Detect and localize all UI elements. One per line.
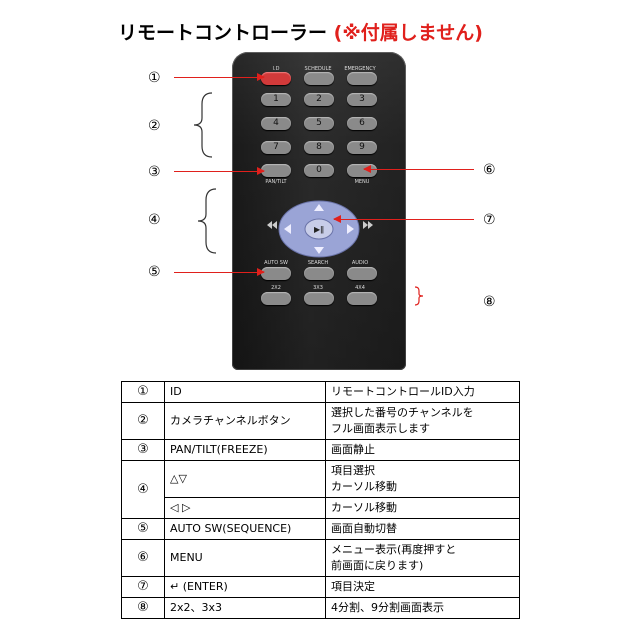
row-button: 2x2、3x3 [164, 597, 326, 619]
marker-6: ⑥ [483, 162, 496, 178]
fast-forward-icon [363, 221, 373, 229]
row-description: 4分割、9分割画面表示 [325, 597, 520, 619]
marker-4: ④ [148, 212, 161, 228]
label-id: I.D [272, 66, 280, 72]
row-button: ID [164, 381, 326, 403]
brace-dpad [197, 188, 217, 254]
digit-8-button[interactable]: 8 [304, 141, 334, 154]
row-button: PAN/TILT(FREEZE) [164, 439, 326, 461]
schedule-button[interactable] [304, 72, 334, 85]
label-menu: MENU [354, 179, 370, 185]
label-audio: AUDIO [351, 260, 369, 266]
digit-7-button[interactable]: 7 [261, 141, 291, 154]
pan-tilt-button[interactable] [261, 164, 291, 177]
label-auto-sw: AUTO SW [264, 260, 288, 266]
svg-text:▶ǁ: ▶ǁ [314, 225, 324, 234]
label-search: SEARCH [307, 260, 329, 266]
arrow-3 [174, 167, 265, 175]
row-description: 画面静止 [325, 439, 520, 461]
menu-button[interactable] [347, 164, 377, 177]
digit-6-button[interactable]: 6 [347, 117, 377, 130]
row-button: ↵ (ENTER) [164, 576, 326, 598]
split-3x3-button[interactable] [304, 292, 334, 305]
label-2x2: 2X2 [271, 285, 281, 291]
row-description: 選択した番号のチャンネルを フル画面表示します [325, 402, 520, 440]
row-number: ⑦ [121, 576, 165, 598]
page-title: リモートコントローラー (※付属しません) [118, 18, 483, 45]
row-button: AUTO SW(SEQUENCE) [164, 518, 326, 540]
row-description: カーソル移動 [325, 497, 520, 519]
row-button: カメラチャンネルボタン [164, 402, 326, 440]
row-number: ③ [121, 439, 165, 461]
title-main: リモートコントローラー [118, 22, 328, 44]
row-number: ② [121, 402, 165, 440]
emergency-button[interactable] [347, 72, 377, 85]
digit-0-button[interactable]: 0 [304, 164, 334, 177]
row-button: MENU [164, 539, 326, 577]
label-pan-tilt: PAN/TILT [265, 179, 287, 185]
label-4x4: 4X4 [355, 285, 365, 291]
row-button: △▽ [164, 460, 326, 498]
digit-4-button[interactable]: 4 [261, 117, 291, 130]
search-button[interactable] [304, 267, 334, 280]
audio-button[interactable] [347, 267, 377, 280]
marker-5: ⑤ [148, 264, 161, 280]
row-description: リモートコントロールID入力 [325, 381, 520, 403]
marker-3: ③ [148, 164, 161, 180]
marker-7: ⑦ [483, 212, 496, 228]
table-row: ◁ ▷カーソル移動 [122, 497, 520, 519]
label-emergency: EMERGENCY [344, 66, 376, 72]
row-description: 項目選択 カーソル移動 [325, 460, 520, 498]
split-4x4-button[interactable] [347, 292, 377, 305]
arrow-6 [363, 165, 474, 173]
digit-9-button[interactable]: 9 [347, 141, 377, 154]
row-description: メニュー表示(再度押すと 前画面に戻ります) [325, 539, 520, 577]
auto-sw-button[interactable] [261, 267, 291, 280]
row-button: ◁ ▷ [164, 497, 326, 519]
row-number: ④ [121, 460, 165, 519]
split-2x2-button[interactable] [261, 292, 291, 305]
row-description: 画面自動切替 [325, 518, 520, 540]
brace-digits [193, 92, 213, 158]
row-number: ⑥ [121, 539, 165, 577]
row-number: ⑧ [121, 597, 165, 619]
digit-5-button[interactable]: 5 [304, 117, 334, 130]
arrow-1 [174, 73, 265, 81]
arrow-7 [333, 215, 474, 223]
row-description: 項目決定 [325, 576, 520, 598]
row-number: ⑤ [121, 518, 165, 540]
digit-3-button[interactable]: 3 [347, 93, 377, 106]
label-3x3: 3X3 [313, 285, 323, 291]
table-row: ⑦↵ (ENTER)項目決定 [121, 576, 520, 598]
row-number: ① [121, 381, 165, 403]
digit-2-button[interactable]: 2 [304, 93, 334, 106]
label-schedule: SCHEDULE [304, 66, 332, 72]
arrow-5 [174, 268, 265, 276]
direction-pad[interactable]: ▶ǁ [278, 200, 360, 258]
id-button[interactable] [261, 72, 291, 85]
marker-8: ⑧ [483, 294, 496, 310]
digit-1-button[interactable]: 1 [261, 93, 291, 106]
marker-1: ① [148, 70, 161, 86]
marker-2: ② [148, 118, 161, 134]
title-note: (※付属しません) [333, 22, 483, 44]
table-row: ④△▽項目選択 カーソル移動 [121, 460, 520, 519]
brace-split [414, 286, 424, 306]
rewind-icon [267, 221, 277, 229]
